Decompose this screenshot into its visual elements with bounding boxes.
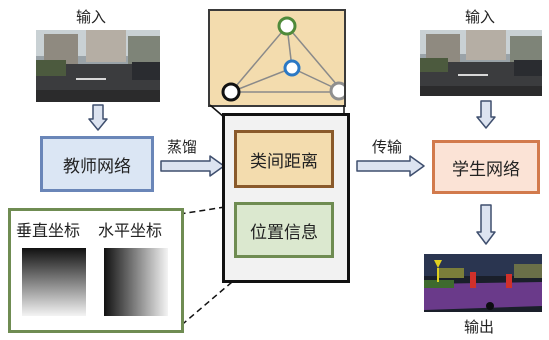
student-network-box: 学生网络: [432, 140, 540, 194]
teacher-input-label: 输入: [76, 8, 107, 26]
student-network-label: 学生网络: [452, 159, 520, 180]
distill-arrow: [160, 155, 225, 177]
class-distance-graph: [208, 9, 349, 107]
graph-node-left: [221, 82, 241, 102]
class-distance-label: 类间距离: [250, 151, 318, 172]
vertical-coord-label: 垂直坐标: [16, 221, 81, 240]
student-down-arrow-top: [476, 100, 496, 129]
transfer-arrow: [356, 155, 425, 177]
distill-label: 蒸馏: [167, 138, 198, 156]
graph-node-center: [283, 59, 301, 77]
horizontal-gradient-map: [104, 248, 168, 316]
teacher-network-label: 教师网络: [63, 156, 131, 177]
graph-node-top: [277, 16, 297, 36]
teacher-down-arrow: [88, 104, 108, 131]
student-input-label: 输入: [465, 8, 496, 26]
position-info-box: 位置信息: [234, 202, 334, 258]
segmentation-output-image: [424, 254, 542, 312]
position-info-label: 位置信息: [250, 222, 318, 243]
student-down-arrow-bottom: [476, 204, 496, 245]
vertical-gradient-map: [22, 248, 86, 316]
teacher-network-box: 教师网络: [40, 136, 154, 192]
student-output-label: 输出: [464, 318, 495, 336]
transfer-label: 传输: [372, 138, 403, 156]
student-input-image: [420, 30, 542, 96]
class-distance-box: 类间距离: [234, 130, 334, 188]
teacher-input-image: [36, 30, 160, 102]
horizontal-coord-label: 水平坐标: [98, 221, 163, 240]
